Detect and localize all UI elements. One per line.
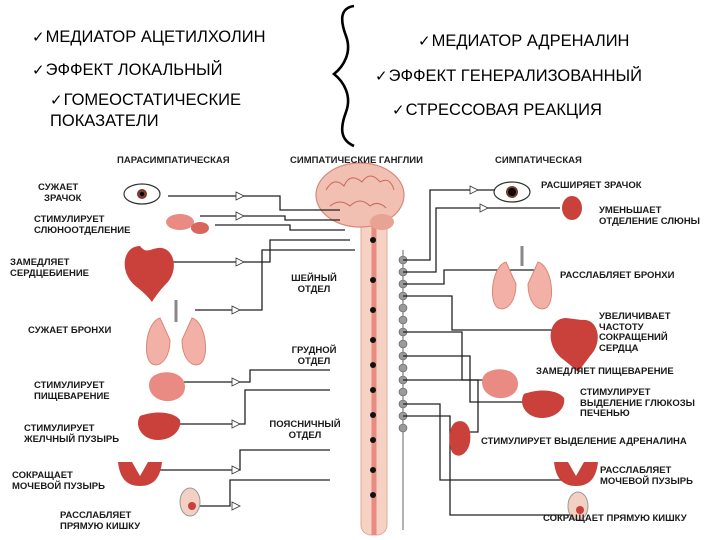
right-salivary-icon <box>562 196 582 220</box>
section-thoracic-2: ОТДЕЛ <box>297 355 331 367</box>
para-digestion-1: СТИМУЛИРУЕТ <box>34 380 105 391</box>
parasympathetic-nerves <box>158 195 355 507</box>
para-rectum-1: РАССЛАБЛЯЕТ <box>60 510 132 521</box>
left-homeostatic-text-2: ПОКАЗАТЕЛИ <box>50 112 159 130</box>
left-salivary-icon <box>166 214 209 234</box>
symp-rectum-label: СОКРАЩАЕТ ПРЯМУЮ КИШКУ <box>543 513 687 524</box>
section-cervical-1: ШЕЙНЫЙ <box>291 273 337 284</box>
symp-bronchi-label: РАССЛАБЛЯЕТ БРОНХИ <box>560 270 675 281</box>
symp-saliva-2: ОТДЕЛЕНИЕ СЛЮНЫ <box>599 215 700 227</box>
autonomic-nervous-system-diagram <box>118 162 598 536</box>
right-rectum-icon <box>567 491 589 521</box>
left-bladder-icon <box>118 462 162 486</box>
para-rectum-2: ПРЯМУЮ КИШКУ <box>60 520 141 532</box>
para-saliva-label: СТИМУЛИРУЕТ СЛЮНООТДЕЛЕНИЕ <box>34 214 131 236</box>
symp-heart-4: СЕРДЦА <box>599 342 639 354</box>
para-pupil-2: ЗРАЧОК <box>44 192 82 204</box>
right-stomach-icon <box>482 369 518 399</box>
para-bile-label: СТИМУЛИРУЕТ ЖЕЛЧНЫЙ ПУЗЫРЬ <box>24 423 120 445</box>
check-icon: ✓ <box>392 101 405 119</box>
right-lungs-icon <box>491 246 553 310</box>
para-bronchi-label: СУЖАЕТ БРОНХИ <box>28 325 112 336</box>
symp-heart-3: СОКРАЩЕНИЙ <box>599 332 668 343</box>
header-sympathetic-ganglia: СИМПАТИЧЕСКИЕ ГАНГЛИИ <box>290 155 423 166</box>
left-heart-icon <box>124 246 174 302</box>
check-icon: ✓ <box>375 67 388 85</box>
right-eye-icon <box>493 181 531 203</box>
symp-digestion-label: ЗАМЕДЛЯЕТ ПИЩЕВАРЕНИЕ <box>536 366 674 377</box>
left-rectum-icon <box>179 487 201 517</box>
section-lumbar: ПОЯСНИЧНЫЙ ОТДЕЛ <box>260 419 350 441</box>
right-bladder-icon <box>554 462 598 486</box>
right-adrenal-icon <box>449 421 471 456</box>
para-saliva-1: СТИМУЛИРУЕТ <box>34 214 105 225</box>
symp-bladder-label: РАССЛАБЛЯЕТ МОЧЕВОЙ ПУЗЫРЬ <box>600 465 693 487</box>
section-lumbar-2: ОТДЕЛ <box>288 429 322 441</box>
left-homeostatic-label-1: ГОМЕОСТАТИЧЕСКИЕ <box>63 91 241 109</box>
check-icon: ✓ <box>418 32 431 50</box>
symp-glucose-1: СТИМУЛИРУЕТ <box>580 387 651 398</box>
sympathetic-chain <box>398 250 408 530</box>
symp-saliva-1: УМЕНЬШАЕТ <box>599 205 662 216</box>
left-effect-label: ЭФФЕКТ ЛОКАЛЬНЫЙ <box>45 61 223 79</box>
para-pupil-1: СУЖАЕТ <box>38 182 79 193</box>
symp-bladder-2: МОЧЕВОЙ ПУЗЫРЬ <box>600 475 693 487</box>
para-heart-1: ЗАМЕДЛЯЕТ <box>10 257 70 268</box>
left-lungs-icon <box>145 300 207 366</box>
para-bladder-label: СОКРАЩАЕТ МОЧЕВОЙ ПУЗЫРЬ <box>12 470 105 492</box>
symp-heart-1: УВЕЛИЧИВАЕТ <box>599 311 671 322</box>
left-effect-text: ✓ЭФФЕКТ ЛОКАЛЬНЫЙ <box>32 60 223 80</box>
section-lumbar-1: ПОЯСНИЧНЫЙ <box>269 419 341 430</box>
left-mediator-text: ✓МЕДИАТОР АЦЕТИЛХОЛИН <box>32 27 266 47</box>
brain-icon <box>315 162 405 230</box>
symp-glucose-3: ПЕЧЕНЬЮ <box>580 408 630 419</box>
right-stress-label: СТРЕССОВАЯ РЕАКЦИЯ <box>405 101 602 119</box>
left-mediator-label: МЕДИАТОР АЦЕТИЛХОЛИН <box>45 28 266 46</box>
section-thoracic-1: ГРУДНОЙ <box>291 345 337 356</box>
left-stomach-icon <box>149 372 185 402</box>
para-bile-1: СТИМУЛИРУЕТ <box>24 423 95 434</box>
symp-heart-label: УВЕЛИЧИВАЕТ ЧАСТОТУ СОКРАЩЕНИЙ СЕРДЦА <box>599 311 671 354</box>
section-thoracic: ГРУДНОЙ ОТДЕЛ <box>284 345 344 367</box>
header-sympathetic: СИМПАТИЧЕСКАЯ <box>495 155 582 166</box>
para-bladder-1: СОКРАЩАЕТ <box>12 470 73 481</box>
curly-brace-icon <box>331 4 355 148</box>
para-rectum-label: РАССЛАБЛЯЕТ ПРЯМУЮ КИШКУ <box>60 510 141 532</box>
symp-glucose-label: СТИМУЛИРУЕТ ВЫДЕЛЕНИЕ ГЛЮКОЗЫ ПЕЧЕНЬЮ <box>580 387 695 420</box>
symp-glucose-2: ВЫДЕЛЕНИЕ ГЛЮКОЗЫ <box>580 397 695 409</box>
right-mediator-text: ✓МЕДИАТОР АДРЕНАЛИН <box>418 31 629 51</box>
section-cervical-2: ОТДЕЛ <box>297 283 331 295</box>
right-stress-text: ✓СТРЕССОВАЯ РЕАКЦИЯ <box>392 100 602 120</box>
para-heart-label: ЗАМЕДЛЯЕТ СЕРДЦЕБИЕНИЕ <box>10 257 89 279</box>
check-icon: ✓ <box>50 91 63 109</box>
check-icon: ✓ <box>32 28 45 46</box>
section-cervical: ШЕЙНЫЙ ОТДЕЛ <box>284 273 344 295</box>
right-effect-label: ЭФФЕКТ ГЕНЕРАЛИЗОВАННЫЙ <box>388 67 642 85</box>
para-digestion-2: ПИЩЕВАРЕНИЕ <box>34 390 110 402</box>
para-heart-2: СЕРДЦЕБИЕНИЕ <box>10 267 89 279</box>
right-heart-icon <box>550 318 598 372</box>
para-bile-2: ЖЕЛЧНЫЙ ПУЗЫРЬ <box>24 433 120 445</box>
symp-heart-2: ЧАСТОТУ <box>599 321 644 333</box>
header-parasympathetic: ПАРАСИМПАТИЧЕСКАЯ <box>117 155 230 166</box>
right-liver-icon <box>522 390 565 418</box>
symp-adrenaline-label: СТИМУЛИРУЕТ ВЫДЕЛЕНИЕ АДРЕНАЛИНА <box>481 436 687 447</box>
symp-pupil-label: РАСШИРЯЕТ ЗРАЧОК <box>541 180 642 191</box>
ganglion-markers <box>231 185 489 511</box>
left-eye-icon <box>123 183 161 205</box>
symp-saliva-label: УМЕНЬШАЕТ ОТДЕЛЕНИЕ СЛЮНЫ <box>599 205 700 227</box>
left-liver-icon <box>138 412 181 440</box>
check-icon: ✓ <box>32 61 45 79</box>
right-effect-text: ✓ЭФФЕКТ ГЕНЕРАЛИЗОВАННЫЙ <box>375 66 642 86</box>
para-pupil-label: СУЖАЕТ ЗРАЧОК <box>38 182 82 204</box>
left-homeostatic-text: ✓ГОМЕОСТАТИЧЕСКИЕ <box>50 90 241 110</box>
spinal-column <box>360 209 388 536</box>
right-mediator-label: МЕДИАТОР АДРЕНАЛИН <box>431 32 630 50</box>
para-bladder-2: МОЧЕВОЙ ПУЗЫРЬ <box>12 480 105 492</box>
sympathetic-nerves <box>403 189 570 516</box>
spinal-nerve-nodes <box>370 237 376 498</box>
symp-bladder-1: РАССЛАБЛЯЕТ <box>600 465 672 476</box>
para-saliva-2: СЛЮНООТДЕЛЕНИЕ <box>34 224 131 236</box>
para-digestion-label: СТИМУЛИРУЕТ ПИЩЕВАРЕНИЕ <box>34 380 110 402</box>
